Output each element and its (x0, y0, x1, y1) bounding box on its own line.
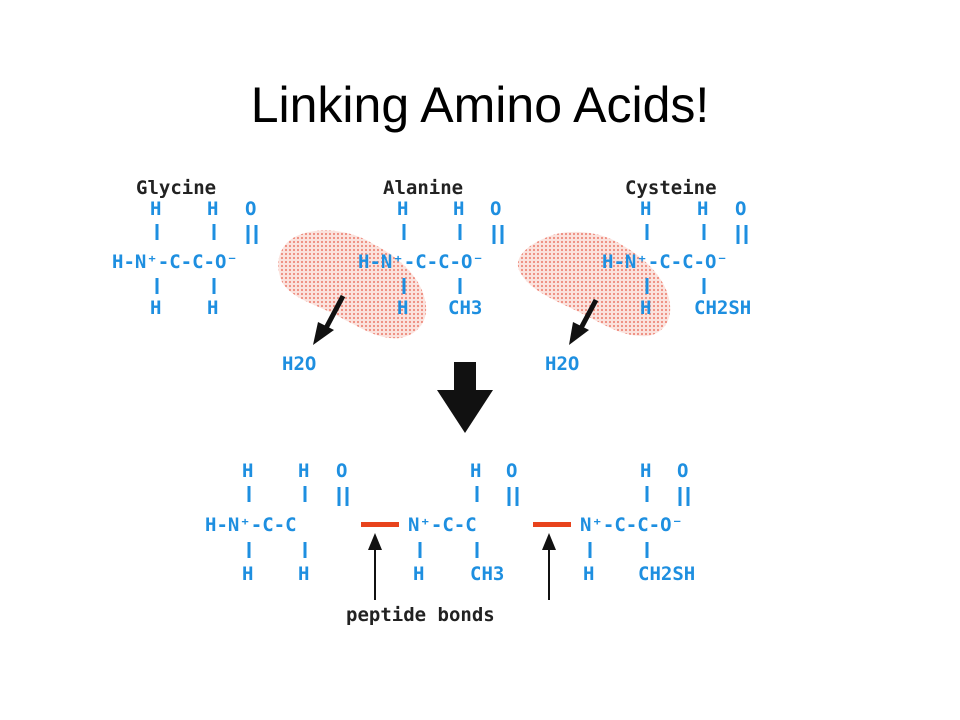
peptide-right: N⁺-C-C-O⁻ (580, 514, 683, 536)
slide-title: Linking Amino Acids! (250, 77, 710, 133)
atom: H (397, 297, 408, 319)
reaction-arrow (437, 362, 493, 433)
atom: O (490, 198, 501, 220)
atom: H (242, 563, 253, 585)
atom: H (640, 297, 651, 319)
atom: H (397, 198, 408, 220)
atom: H (150, 198, 161, 220)
atom: CH2SH (694, 297, 751, 319)
atom: H (207, 297, 218, 319)
peptide-left: H-N⁺-C-C (205, 514, 297, 536)
atom: H (242, 460, 253, 482)
amino-acid-name-alanine: Alanine (383, 177, 463, 199)
peptide-bond-2 (533, 522, 571, 527)
atom: O (506, 460, 517, 482)
water-arrow-2 (569, 298, 599, 345)
amino-acid-name-cysteine: Cysteine (625, 177, 717, 199)
peptide-structure: H H O H O H O H-N⁺-C-C N⁺-C-C N⁺-C-C-O⁻ … (205, 460, 695, 585)
atom: O (677, 460, 688, 482)
atom: CH3 (470, 563, 504, 585)
atom: O (735, 198, 746, 220)
atom: H (413, 563, 424, 585)
bond-pointer-2 (542, 533, 556, 600)
atom: O (336, 460, 347, 482)
atom: H (697, 198, 708, 220)
water-arrow-1 (313, 294, 346, 345)
peptide-bonds-caption: peptide bonds (346, 604, 495, 626)
water-blob-2 (517, 231, 671, 337)
alanine-bonds (402, 224, 504, 294)
water-label-2: H2O (545, 353, 579, 375)
middle-row: H-N⁺-C-C-O⁻ (112, 251, 238, 273)
atom: H (640, 198, 651, 220)
peptide-bonds-vertical (247, 486, 690, 558)
amino-acid-name-glycine: Glycine (136, 177, 216, 199)
atom: H (150, 297, 161, 319)
cysteine-structure: H H O H-N⁺-C-C-O⁻ H CH2SH (602, 198, 751, 319)
alanine-structure: H H O H-N⁺-C-C-O⁻ H CH3 (358, 198, 501, 319)
bond-pointer-1 (368, 533, 382, 600)
atom: H (470, 460, 481, 482)
atom: CH3 (448, 297, 482, 319)
cysteine-bonds (645, 224, 748, 294)
atom: H (298, 460, 309, 482)
middle-row: H-N⁺-C-C-O⁻ (602, 251, 728, 273)
glycine-bonds (155, 224, 258, 294)
peptide-middle: N⁺-C-C (408, 514, 477, 536)
atom: O (245, 198, 256, 220)
middle-row: H-N⁺-C-C-O⁻ (358, 251, 484, 273)
water-label-1: H2O (282, 353, 316, 375)
atom: CH2SH (638, 563, 695, 585)
atom: H (207, 198, 218, 220)
atom: H (640, 460, 651, 482)
glycine-structure: H H O H-N⁺-C-C-O⁻ H H (112, 198, 256, 319)
peptide-bond-1 (361, 522, 399, 527)
atom: H (453, 198, 464, 220)
atom: H (298, 563, 309, 585)
atom: H (583, 563, 594, 585)
water-blob-1 (278, 230, 427, 339)
